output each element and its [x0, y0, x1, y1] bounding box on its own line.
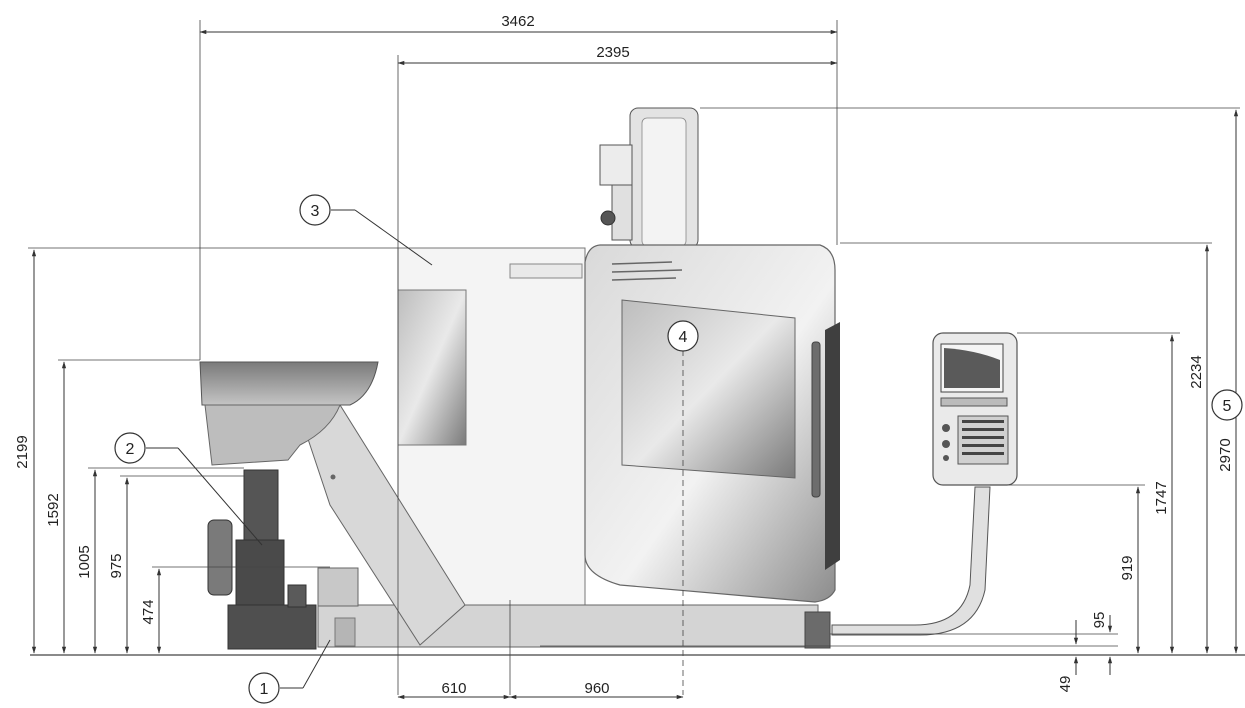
dim-label-1747: 1747	[1153, 481, 1170, 514]
callout-5: 5	[1211, 389, 1243, 421]
dim-label-975: 975	[108, 553, 125, 578]
dim-label-1592: 1592	[45, 493, 62, 526]
dim-label-95: 95	[1091, 612, 1108, 629]
dim-label-960: 960	[584, 680, 609, 697]
base-foot-right	[804, 611, 831, 649]
door-window	[621, 299, 796, 479]
callout-1: 1	[248, 639, 331, 704]
svg-text:3: 3	[311, 203, 320, 220]
filter-unit	[207, 519, 233, 596]
dimension-lines	[28, 20, 1240, 700]
svg-text:5: 5	[1223, 398, 1232, 415]
dim-label-2234: 2234	[1188, 355, 1205, 388]
cabin-window-left	[397, 289, 467, 446]
callout-3: 3	[299, 194, 433, 266]
dim-label-1005: 1005	[76, 545, 93, 578]
dim-label-2970: 2970	[1217, 438, 1234, 471]
svg-text:1: 1	[260, 681, 269, 698]
dim-label-610: 610	[441, 680, 466, 697]
svg-text:4: 4	[679, 329, 688, 346]
coolant-tank	[317, 567, 359, 607]
door-handle	[811, 341, 821, 498]
control-panel-keypad	[957, 415, 1009, 465]
control-panel-arm	[831, 486, 991, 636]
callout-4: 4	[667, 320, 699, 352]
dim-label-919: 919	[1119, 555, 1136, 580]
dim-label-3462: 3462	[501, 13, 534, 30]
machine-base	[317, 604, 819, 648]
dimension-labels: 3462 2395 610 960 2199 1592 1005 975 474…	[14, 13, 1234, 697]
dim-label-2199: 2199	[14, 435, 31, 468]
dim-label-474: 474	[140, 599, 157, 624]
callouts: 1 2 3 4 5	[114, 194, 1243, 704]
lower-unit	[227, 604, 317, 650]
machine-body	[30, 107, 1245, 656]
dim-label-49: 49	[1057, 676, 1074, 693]
column-side-block	[599, 144, 633, 186]
column-light	[600, 210, 616, 226]
door-side-dark	[825, 322, 840, 570]
door-logo	[611, 261, 683, 281]
top-hood	[199, 361, 379, 406]
cabin-slot	[509, 263, 583, 279]
hopper	[204, 404, 341, 466]
dim-label-2395: 2395	[596, 44, 629, 61]
svg-text:2: 2	[126, 441, 135, 458]
callout-2: 2	[114, 432, 263, 546]
